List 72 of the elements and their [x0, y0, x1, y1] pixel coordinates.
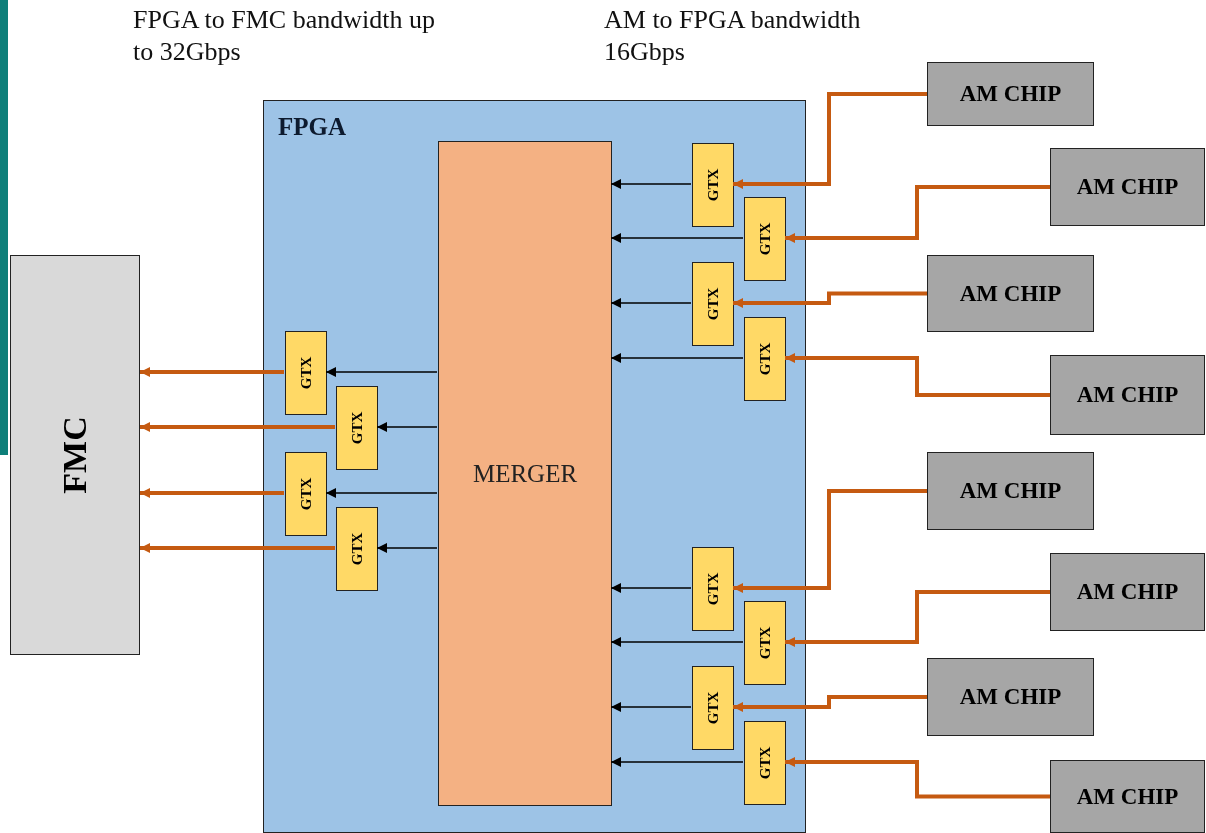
block-label: GTX: [297, 356, 315, 390]
block-label: AM CHIP: [1076, 174, 1179, 200]
arrow: [785, 590, 1050, 647]
arrow: [785, 353, 1050, 397]
am-chip-box: [927, 62, 1094, 126]
gtx-block: [692, 143, 734, 227]
block-label: GTX: [348, 411, 366, 445]
arrow: [140, 367, 284, 377]
arrow: [376, 422, 438, 432]
arrow: [733, 695, 927, 712]
gtx-block: [692, 262, 734, 346]
arrow: [325, 488, 438, 498]
block-label: GTX: [704, 287, 722, 321]
gtx-block: [336, 507, 378, 591]
arrow: [610, 583, 692, 593]
am-chip-box: [927, 452, 1094, 530]
arrow: [610, 702, 692, 712]
block-label: FMC: [56, 416, 94, 494]
block-label: AM CHIP: [959, 81, 1062, 107]
block-label: AM CHIP: [1076, 783, 1179, 810]
arrow: [610, 233, 744, 243]
block-label: GTX: [704, 572, 722, 606]
am-chip-box: [927, 658, 1094, 736]
fmc-connector-block: [10, 255, 140, 655]
arrow: [376, 543, 438, 553]
arrow: [610, 757, 744, 767]
bandwidth-note: AM to FPGA bandwidth 16Gbps: [604, 4, 862, 68]
gtx-block: [285, 331, 327, 415]
merger-block: [438, 141, 612, 806]
gtx-block: [744, 721, 786, 805]
block-label: GTX: [756, 222, 774, 256]
am-chip-box: [1050, 148, 1205, 226]
block-label: GTX: [756, 342, 774, 376]
arrow: [733, 92, 927, 189]
block-label: AM CHIP: [959, 684, 1062, 710]
arrow: [785, 185, 1050, 243]
arrow: [140, 488, 284, 498]
gtx-block: [692, 547, 734, 631]
gtx-block: [692, 666, 734, 750]
block-label: GTX: [704, 168, 722, 202]
arrow: [610, 637, 744, 647]
block-label: AM CHIP: [959, 280, 1062, 307]
block-label: GTX: [348, 532, 366, 566]
arrow: [610, 353, 744, 363]
arrow: [733, 291, 927, 308]
arrow: [733, 489, 927, 593]
block-label: GTX: [756, 626, 774, 660]
arrow: [785, 757, 1050, 799]
block-label: GTX: [297, 477, 315, 511]
block-label: AM CHIP: [1076, 579, 1179, 605]
arrow: [610, 179, 692, 189]
fpga-block: [263, 100, 806, 833]
am-chip-box: [1050, 760, 1205, 833]
block-label: GTX: [756, 746, 774, 780]
am-chip-box: [927, 255, 1094, 332]
arrow: [140, 543, 335, 553]
block-label: MERGER: [472, 459, 578, 488]
arrow: [140, 422, 335, 432]
arrow: [610, 298, 692, 308]
block-title: FPGA: [278, 113, 347, 141]
arrow: [325, 367, 438, 377]
am-chip-box: [1050, 553, 1205, 631]
gtx-block: [744, 317, 786, 401]
block-label: AM CHIP: [959, 478, 1062, 504]
gtx-block: [285, 452, 327, 536]
am-chip-box: [1050, 355, 1205, 435]
block-label: GTX: [704, 691, 722, 725]
gtx-block: [744, 197, 786, 281]
bandwidth-note: FPGA to FMC bandwidth up to 32Gbps: [133, 4, 436, 68]
gtx-block: [744, 601, 786, 685]
gtx-block: [336, 386, 378, 470]
block-label: AM CHIP: [1076, 382, 1179, 408]
